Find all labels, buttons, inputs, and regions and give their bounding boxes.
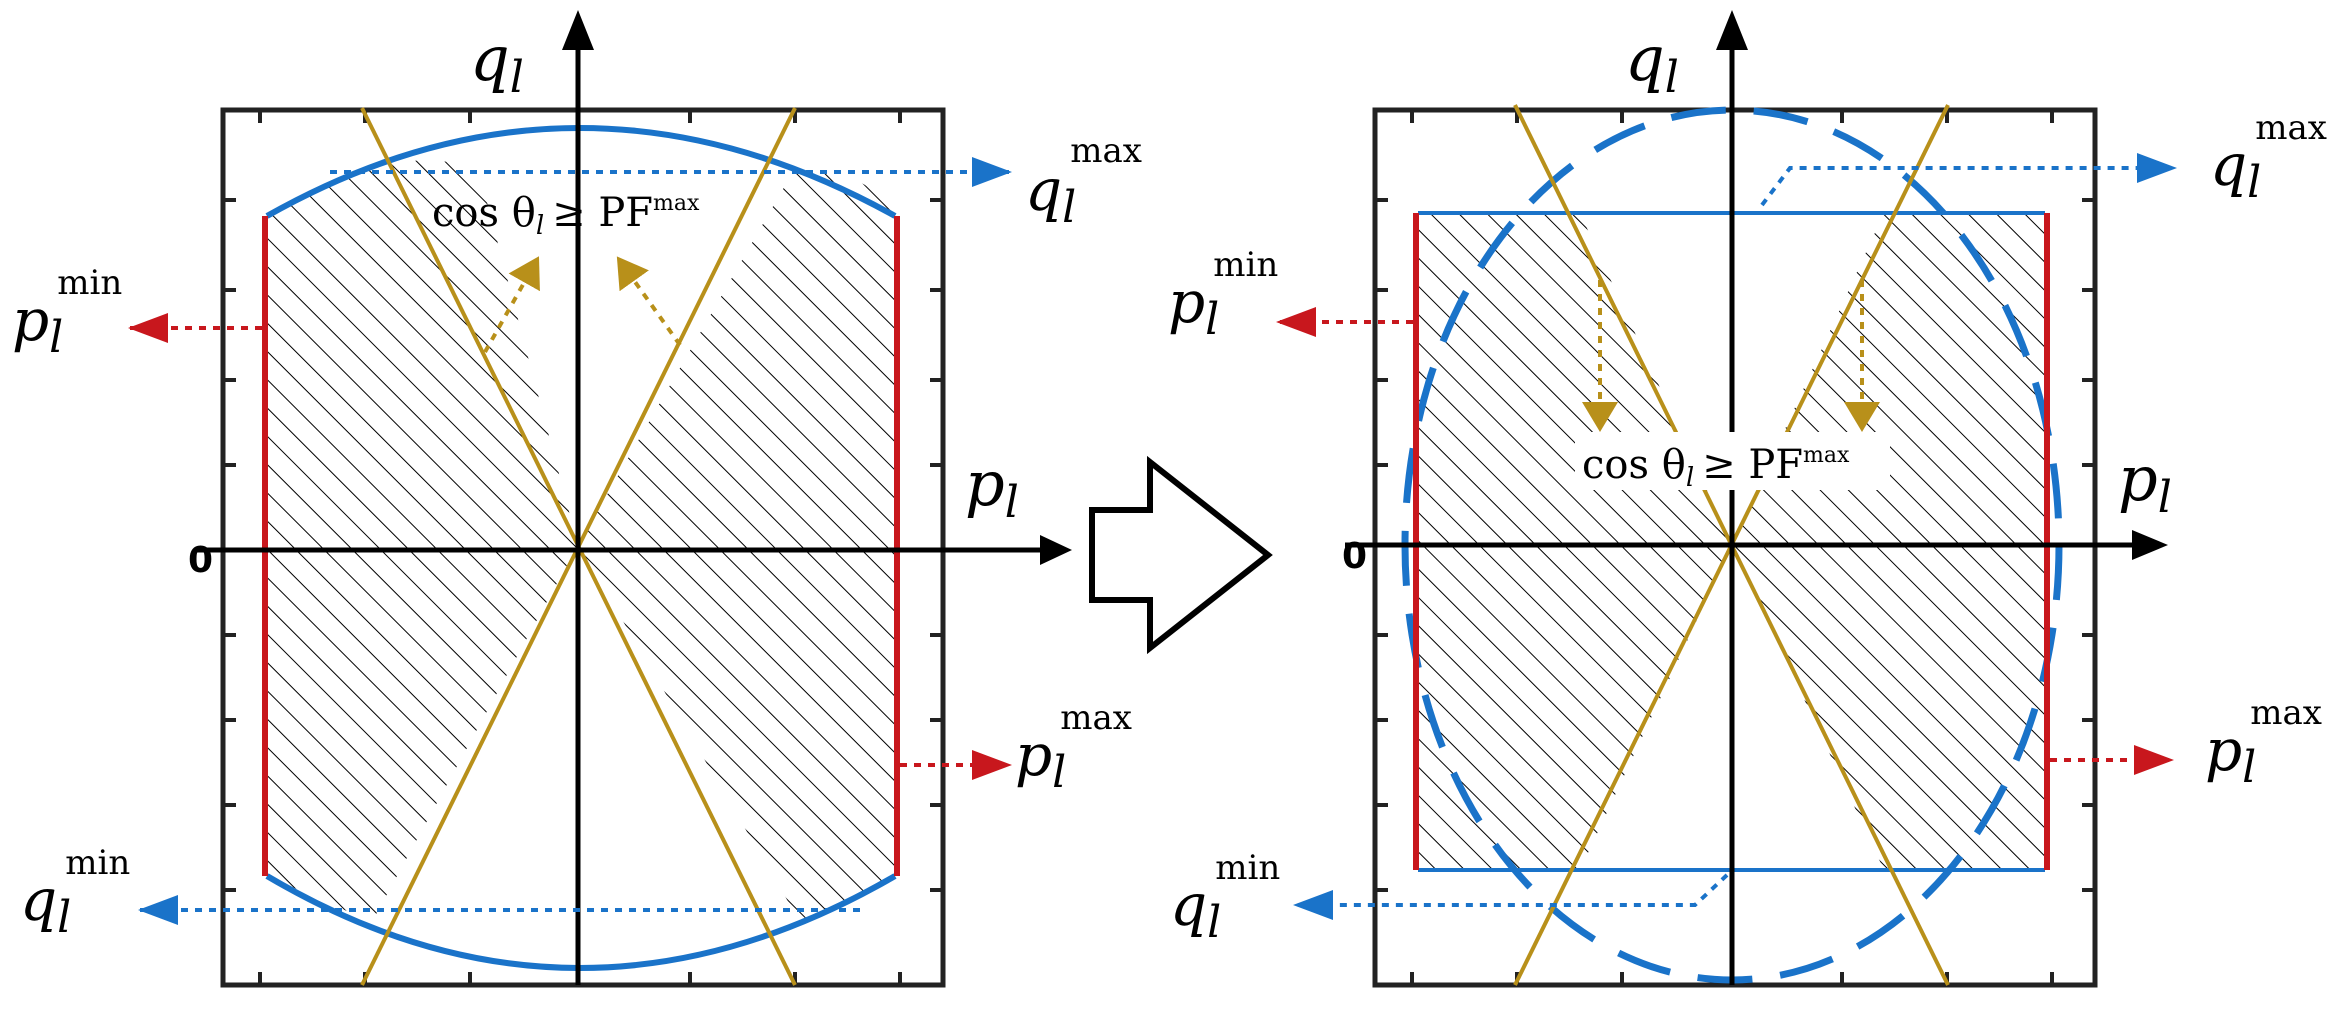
feasible-region-left — [267, 160, 895, 922]
q-min-label-left: qlmin — [20, 843, 130, 943]
pf-arrow-left-a — [483, 256, 540, 353]
origin-label-left: 0 — [188, 540, 213, 581]
x-axis-label-right: pl — [2118, 442, 2172, 523]
pf-constraint-left: cos θl≥ PFmax — [432, 190, 700, 241]
pf-arrow-left-b — [616, 256, 682, 347]
p-min-label-left: plmin — [12, 263, 122, 363]
q-min-label-right: qlmin — [1170, 848, 1280, 948]
p-min-label-right: plmin — [1168, 245, 1278, 345]
right-arrow-outline-icon — [1089, 455, 1273, 655]
q-max-label-right: qlmax — [2210, 108, 2327, 208]
q-min-arrow-right — [1293, 873, 1729, 920]
tick-marks-left — [223, 110, 943, 985]
p-max-label-left: plmax — [1015, 698, 1132, 798]
q-max-arrow-right — [1760, 153, 2177, 207]
p-max-label-right: plmax — [2205, 693, 2322, 793]
y-axis-label-right: ql — [1625, 22, 1679, 103]
right-panel: cos θl≥ PFmax ql pl 0 qlmax plmin plmax … — [1168, 10, 2327, 988]
left-panel: cos θl≥ PFmax ql pl 0 qlmax plmin plmax … — [12, 10, 1142, 988]
origin-label-right: 0 — [1342, 536, 1367, 577]
tick-marks-right — [1375, 110, 2095, 985]
y-axis-label-left: ql — [470, 22, 524, 103]
pf-constraint-right: cos θl≥ PFmax — [1582, 442, 1850, 493]
q-max-label-left: qlmax — [1025, 131, 1142, 233]
x-axis-label-left: pl — [965, 447, 1019, 528]
